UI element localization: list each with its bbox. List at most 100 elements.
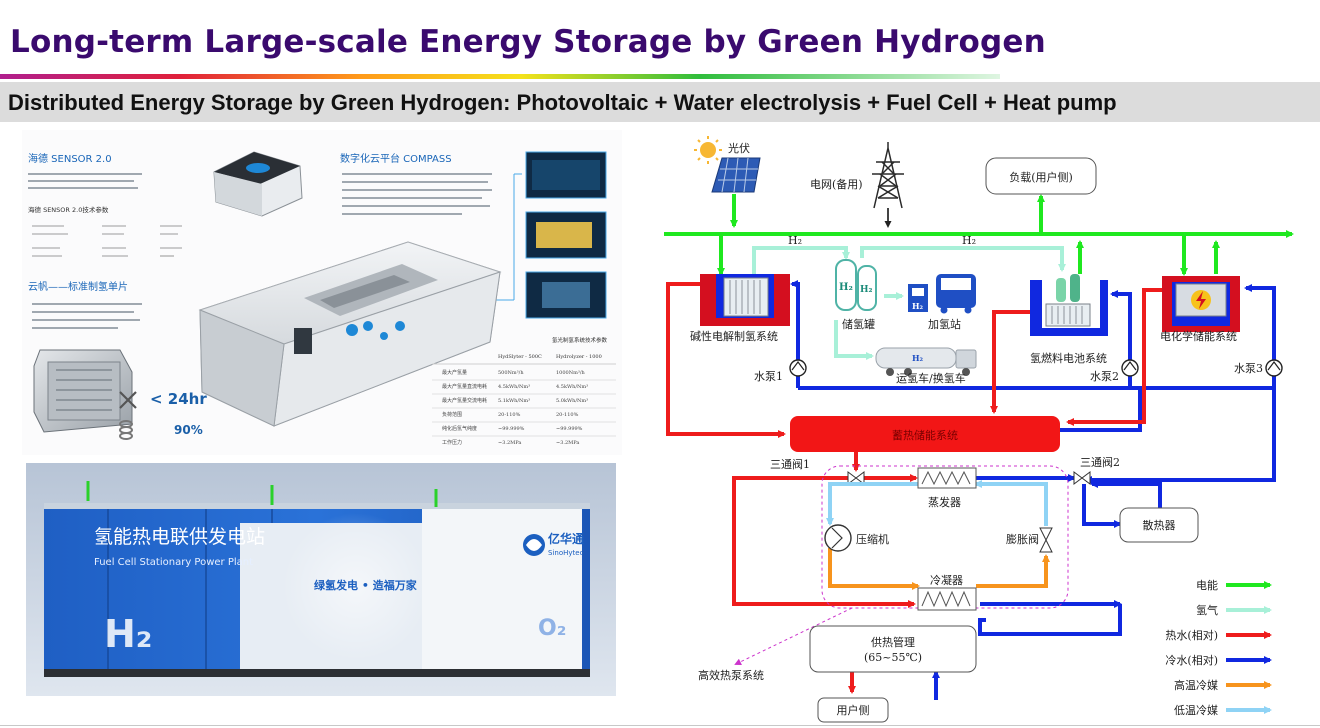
spec-r3-label: 负荷范围 bbox=[442, 411, 462, 418]
cold-water-lines bbox=[790, 280, 1276, 528]
percent-badge: 90% bbox=[174, 423, 203, 437]
expansion-valve-label: 膨胀阀 bbox=[1006, 532, 1039, 546]
valve2-to-radiator bbox=[1082, 484, 1122, 528]
spec-r5-b: ~3.2MPa bbox=[556, 440, 579, 446]
spec-col-1: HydSlyter - 500C bbox=[498, 354, 542, 360]
pump2-label: 水泵2 bbox=[1090, 370, 1119, 383]
h2-label-a: H₂ bbox=[788, 234, 802, 247]
user-side-label: 用户侧 bbox=[837, 703, 870, 717]
evaporator-label: 蒸发器 bbox=[928, 495, 961, 509]
fuel-cell-icon bbox=[1030, 274, 1108, 336]
fuel-cell-station-image: 氢能热电联供发电站 Fuel Cell Stationary Power Pla… bbox=[26, 463, 616, 696]
sensor-device-icon bbox=[213, 151, 303, 217]
battery-icon bbox=[1162, 276, 1240, 332]
station-icon-text: H₂ bbox=[912, 301, 924, 311]
valve2-label: 三通阀2 bbox=[1080, 455, 1120, 469]
three-way-valve-2-icon bbox=[1073, 471, 1091, 485]
spec-r1-b: 4.5kWh/Nm³ bbox=[556, 384, 588, 390]
spec-r5-label: 工作压力 bbox=[442, 439, 462, 446]
spec-r1-label: 最大产氢量直流电耗 bbox=[442, 383, 487, 390]
spec-r0-a: 500Nm³/h bbox=[498, 370, 524, 376]
solar-panel-icon bbox=[694, 136, 761, 193]
pump1-label: 水泵1 bbox=[754, 370, 783, 383]
heat-supply-temp: (65~55℃) bbox=[864, 651, 922, 664]
stack-text-lines bbox=[32, 303, 142, 329]
high-temp-refrigerant-lines bbox=[828, 548, 1050, 590]
fuel-cell-label: 氢燃料电池系统 bbox=[1030, 351, 1107, 365]
trailer-icon-text: H₂ bbox=[912, 353, 924, 363]
spec-r1-a: 4.5kWh/Nm³ bbox=[498, 384, 530, 390]
time-badge: < 24hr bbox=[150, 390, 207, 408]
spec-r3-b: 20-110% bbox=[556, 412, 579, 418]
return-blue-lines bbox=[932, 474, 1122, 700]
battery-hot-out bbox=[1066, 288, 1162, 426]
fuelcell-hot-out bbox=[990, 310, 1030, 414]
tank-h2-left: H₂ bbox=[839, 282, 853, 293]
heat-pump-label: 高效热泵系统 bbox=[698, 668, 764, 682]
condenser-label: 冷凝器 bbox=[930, 573, 963, 587]
spec-r4-a: ~99.999% bbox=[498, 426, 525, 432]
radiator-label: 散热器 bbox=[1143, 518, 1176, 532]
pump3-to-battery bbox=[1244, 284, 1276, 368]
spec-r3-a: 20-110% bbox=[498, 412, 521, 418]
hydrogen-station-icon bbox=[908, 274, 976, 314]
pv-label: 光伏 bbox=[728, 141, 750, 155]
sensor-params-title: 海德 SENSOR 2.0技术参数 bbox=[28, 205, 109, 214]
radiator-to-valve2 bbox=[1090, 480, 1162, 508]
radiator-box bbox=[1119, 507, 1199, 543]
electrolyzer-icon bbox=[700, 274, 790, 326]
title-underline bbox=[0, 74, 1000, 79]
spec-col-2: Hydrolyzer - 1000 bbox=[556, 354, 602, 360]
low-temp-refrigerant-lines bbox=[826, 480, 1048, 526]
load-label: 负载(用户侧) bbox=[1009, 170, 1073, 184]
station-name-en: Fuel Cell Stationary Power Plant bbox=[94, 557, 253, 568]
heat-supply-label: 供热管理 bbox=[871, 635, 915, 649]
three-way-valve-1-icon bbox=[847, 471, 865, 485]
electrolyzer-label: 碱性电解制氢系统 bbox=[690, 329, 778, 343]
pump1-to-electrolyzer bbox=[790, 280, 800, 368]
legend-label-electricity: 电能 bbox=[1196, 578, 1218, 592]
system-diagram: H₂ H₂ 光伏 电网(备用) 负载(用户侧) 碱性电解制氢系统 H₂ bbox=[664, 136, 1294, 723]
evaporator-icon bbox=[917, 467, 977, 489]
compressor-label: 压缩机 bbox=[856, 532, 889, 546]
spec-table: 氢光制氢系统技术参数 HydSlyter - 500C Hydrolyzer -… bbox=[432, 336, 616, 446]
pump2-to-fuelcell bbox=[1110, 290, 1132, 368]
station-h2-mark: H₂ bbox=[104, 612, 152, 656]
hydrogen-lines bbox=[752, 246, 1066, 360]
cloud-screens bbox=[442, 151, 607, 319]
brand-cn: 亿华通 bbox=[548, 531, 584, 546]
spec-r2-a: 5.1kWh/Nm³ bbox=[498, 398, 530, 404]
load-box bbox=[985, 157, 1097, 195]
pump3-label: 水泵3 bbox=[1234, 362, 1263, 375]
legend: 电能 氢气 热水(相对) 冷水(相对) 高温冷媒 低温冷媒 bbox=[1165, 578, 1272, 717]
power-lines bbox=[664, 194, 1294, 276]
battery-label: 电化学储能系统 bbox=[1160, 329, 1237, 343]
expansion-valve-icon bbox=[1039, 527, 1053, 553]
sensor-params-grid bbox=[32, 225, 182, 257]
pump-2-icon bbox=[1121, 359, 1139, 377]
hydrogen-tank-icon bbox=[835, 259, 877, 311]
slide-title: Long-term Large-scale Energy Storage by … bbox=[10, 24, 1046, 60]
storage-cold-out bbox=[1060, 388, 1142, 432]
h2-electrolyzer-to-tank bbox=[752, 246, 850, 274]
cold-to-valve2 bbox=[1084, 388, 1276, 484]
condenser-icon bbox=[917, 587, 977, 611]
cold-return-bus bbox=[798, 376, 1276, 390]
heat-storage-box bbox=[790, 416, 1060, 452]
footer-line bbox=[0, 725, 1320, 726]
hot-water-lines bbox=[666, 282, 1162, 694]
electrolyzer-brochure-image: 海德 SENSOR 2.0 海德 SENSOR 2.0技术参数 数字化云平台 C… bbox=[22, 130, 622, 455]
cloud-title: 数字化云平台 COMPASS bbox=[340, 152, 452, 165]
electrolyzer-plate-icon bbox=[33, 349, 133, 433]
condenser-to-heat-supply bbox=[978, 604, 1122, 636]
h2-tank-to-fuelcell bbox=[860, 246, 1066, 272]
grid-label: 电网(备用) bbox=[810, 177, 863, 191]
trailer-label: 运氢车/换氢车 bbox=[896, 371, 966, 385]
heat-pump-region bbox=[821, 465, 1069, 609]
station-slogan: 绿氢发电 • 造福万家 bbox=[314, 578, 418, 592]
legend-label-cold-water: 冷水(相对) bbox=[1165, 653, 1218, 667]
legend-label-hot-water: 热水(相对) bbox=[1165, 628, 1218, 642]
tank-label: 储氢罐 bbox=[842, 317, 875, 331]
spec-r4-b: ~99.999% bbox=[556, 426, 583, 432]
spec-table-title: 氢光制氢系统技术参数 bbox=[552, 336, 608, 344]
